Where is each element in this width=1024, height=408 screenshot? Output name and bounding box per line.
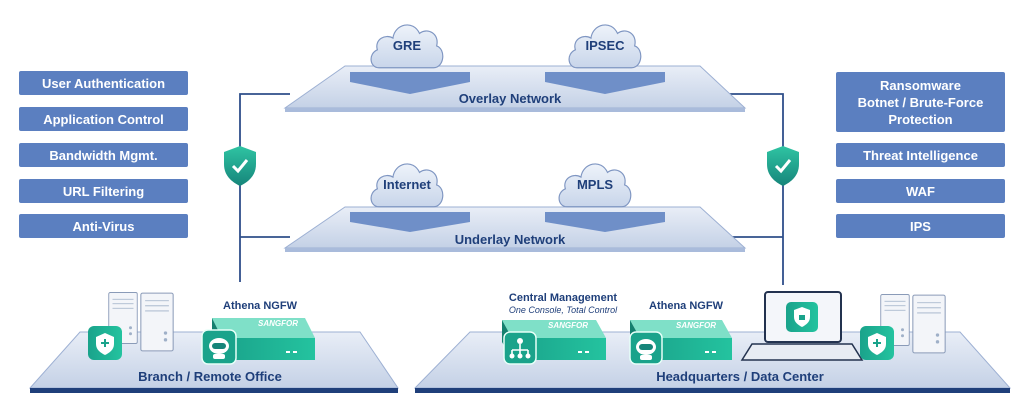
overlay-network-label: Overlay Network — [458, 91, 562, 106]
server-icon — [140, 292, 174, 352]
cloud-label-mpls: MPLS — [576, 177, 614, 192]
central-management-label: Central Management — [508, 292, 618, 304]
underlay-tile-right — [545, 212, 665, 232]
feature-application-control: Application Control — [19, 107, 188, 131]
cloud-label-gre: GRE — [392, 38, 422, 53]
feature-anti-virus: Anti-Virus — [19, 214, 188, 238]
security-app-icon — [88, 326, 122, 360]
feature-user-authentication: User Authentication — [19, 71, 188, 95]
feature-waf: WAF — [836, 179, 1005, 203]
feature-ransomware-protection: Ransomware Botnet / Brute-Force Protecti… — [836, 72, 1005, 132]
feature-text-line: Ransomware — [880, 77, 961, 93]
brand-logo-text: SANGFOR — [548, 321, 588, 330]
firewall-robot-icon — [629, 331, 663, 365]
server-icon — [912, 294, 946, 354]
network-tree-icon — [503, 331, 537, 365]
hq-ngfw-label: Athena NGFW — [649, 300, 723, 312]
branch-label: Branch / Remote Office — [138, 369, 282, 384]
hq-label: Headquarters / Data Center — [656, 369, 824, 384]
feature-threat-intelligence: Threat Intelligence — [836, 143, 1005, 167]
security-app-icon — [860, 326, 894, 360]
branch-ngfw-label: Athena NGFW — [223, 300, 297, 312]
cloud-label-internet: Internet — [383, 177, 431, 192]
feature-ips: IPS — [836, 214, 1005, 238]
overlay-tile-right — [545, 72, 665, 94]
brand-logo-text: SANGFOR — [676, 321, 716, 330]
shield-check-icon — [224, 146, 256, 186]
shield-check-icon — [767, 146, 799, 186]
feature-bandwidth-mgmt: Bandwidth Mgmt. — [19, 143, 188, 167]
underlay-tile-left — [350, 212, 470, 232]
connection-lines — [239, 93, 784, 285]
central-management-subtitle: One Console, Total Control — [508, 305, 618, 315]
feature-text-line: Botnet / Brute-Force — [857, 94, 984, 110]
brand-logo-text: SANGFOR — [258, 319, 298, 328]
firewall-robot-icon — [201, 329, 237, 365]
overlay-tile-left — [350, 72, 470, 94]
underlay-network-label: Underlay Network — [454, 232, 566, 247]
feature-text-line: Protection — [888, 111, 953, 127]
ngfw-appliance — [212, 318, 315, 360]
feature-url-filtering: URL Filtering — [19, 179, 188, 203]
laptop-icon — [740, 291, 864, 361]
cloud-label-ipsec: IPSEC — [585, 38, 625, 53]
